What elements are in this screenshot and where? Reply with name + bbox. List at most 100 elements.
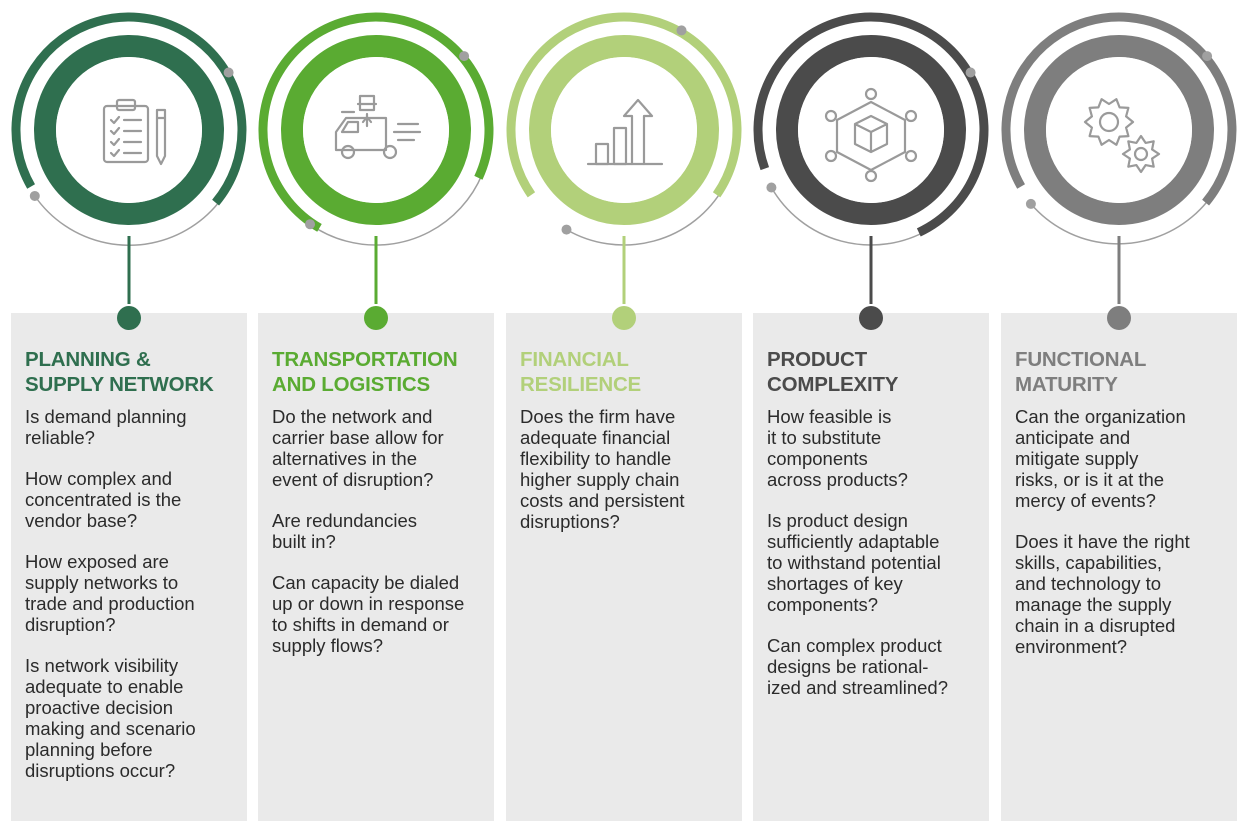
question-line: costs and persistent [520,490,685,511]
question-line: up or down in response [272,593,465,614]
question-line: higher supply chain [520,469,680,490]
question-line: supply networks to [25,572,179,593]
question-line: concentrated is the [25,489,182,510]
pillar-graphic [258,12,494,330]
pillar-graphic [506,12,742,330]
question-line: Is network visibility [25,655,179,676]
title-line: AND LOGISTICS [272,373,430,396]
ring-arc [1001,12,1237,206]
product-network-icon [824,87,918,183]
pillar-panel [11,313,247,821]
delivery-truck-icon [334,94,422,160]
ring-end-dot [459,51,470,62]
question-line: Does it have the right [1015,531,1190,552]
ring-arc [753,12,989,237]
question-line: disruption? [25,614,116,635]
question-line: Does the firm have [520,406,676,427]
question-line: ized and streamlined? [767,677,948,698]
ring-center [798,57,944,203]
question-line: and technology to [1015,573,1162,594]
question-line: flexibility to handle [520,448,672,469]
growth-chart-icon [586,98,664,166]
connector-dot [612,306,636,330]
title-line: COMPLEXITY [767,373,899,396]
pillar-title: PLANNING &SUPPLY NETWORK [25,347,243,397]
question-line: alternatives in the [272,448,418,469]
pillar-panel [753,313,989,821]
question-line: carrier base allow for [272,427,444,448]
ring-end-dot [305,219,316,230]
question-line: components? [767,594,879,615]
title-line: PLANNING & [25,348,151,371]
question-line: it to substitute [767,427,882,448]
question-line: sufficiently adaptable [767,531,940,552]
pillar-panel [258,313,494,821]
question-line: chain in a disrupted [1015,615,1176,636]
question-line: designs be rational- [767,656,929,677]
ring-end-dot [1202,51,1213,62]
title-line: FUNCTIONAL [1015,348,1147,371]
ring-arc [506,12,742,198]
connector-dot [364,306,388,330]
ring-band [281,35,471,225]
ring-band [776,35,966,225]
ring-arc [11,12,247,206]
question-line: planning before [25,739,153,760]
question-line: event of disruption? [272,469,434,490]
question-line: manage the supply [1015,594,1172,615]
ring-band [34,35,224,225]
pillar-planning: PLANNING &SUPPLY NETWORK Is demand plann… [11,0,247,833]
question-line: How complex and [25,468,173,489]
ring-center [303,57,449,203]
question-line: across products? [767,469,908,490]
connector-dot [859,306,883,330]
ring-end-dot [1025,198,1036,209]
ring-end-dot [965,67,976,78]
question-line: adequate financial [520,427,671,448]
question-line: vendor base? [25,510,138,531]
question-line: disruptions occur? [25,760,176,781]
question-line: skills, capabilities, [1015,552,1163,573]
question-line: How exposed are [25,551,169,572]
question-line: built in? [272,531,336,552]
pillar-graphic [1001,12,1237,330]
question-line: supply flows? [272,635,384,656]
question-line: trade and production [25,593,195,614]
question-line: Are redundancies [272,510,418,531]
question-line: mitigate supply [1015,448,1139,469]
gears-icon [1083,98,1161,174]
pillar-graphic [11,12,247,330]
title-line: PRODUCT [767,348,867,371]
question-line: anticipate and [1015,427,1131,448]
question-line: components [767,448,868,469]
ring-band [529,35,719,225]
title-line: RESILIENCE [520,373,642,396]
title-line: TRANSPORTATION [272,348,458,371]
question-line: mercy of events? [1015,490,1156,511]
question-line: environment? [1015,636,1128,657]
question-line: proactive decision [25,697,174,718]
ring-end-dot [223,67,234,78]
pillar-graphic [753,12,989,330]
title-line: SUPPLY NETWORK [25,373,214,396]
ring-arc [258,12,494,232]
question-line: Can complex product [767,635,942,656]
